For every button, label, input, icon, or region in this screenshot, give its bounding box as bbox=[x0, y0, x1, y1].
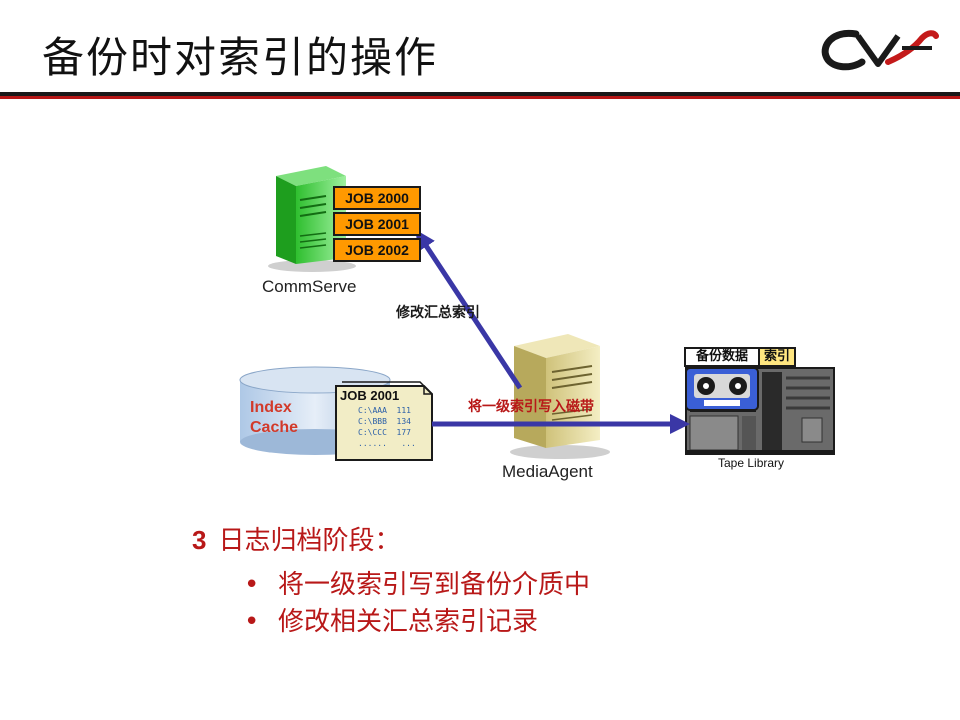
media-agent-label: MediaAgent bbox=[502, 462, 593, 481]
bullet-dot: • bbox=[244, 570, 260, 600]
company-logo bbox=[821, 29, 939, 71]
index-cache-label: Index Cache bbox=[250, 398, 298, 438]
index-document-line: ...... ... bbox=[358, 439, 416, 448]
job-box: JOB 2001 bbox=[333, 212, 421, 236]
stage-heading: 3 日志归档阶段： bbox=[192, 520, 400, 557]
bullet-dot: • bbox=[244, 607, 260, 637]
bullet-item: • 修改相关汇总索引记录 bbox=[244, 601, 538, 638]
index-document-icon bbox=[335, 381, 433, 461]
job-box: JOB 2000 bbox=[333, 186, 421, 210]
bullet-text: 将一级索引写到备份介质中 bbox=[278, 570, 591, 600]
index-cache-label-line2: Cache bbox=[250, 419, 299, 436]
bullet-item: • 将一级索引写到备份介质中 bbox=[244, 564, 590, 601]
title-rule-red bbox=[0, 96, 960, 99]
backup-data-tag: 备份数据 bbox=[684, 347, 760, 367]
write-index-to-tape-label: 将一级索引写入磁带 bbox=[468, 399, 594, 415]
tape-cassette-icon bbox=[685, 367, 759, 411]
job-box: JOB 2002 bbox=[333, 238, 421, 262]
index-document-line: C:\BBB 134 bbox=[358, 417, 411, 426]
index-document-lines: C:\AAA 111 C:\BBB 134 C:\CCC 177 ...... … bbox=[358, 405, 416, 449]
index-cache-label-line1: Index bbox=[250, 399, 292, 416]
modify-summary-index-label: 修改汇总索引 bbox=[396, 305, 480, 321]
slide-title: 备份时对索引的操作 bbox=[42, 33, 439, 82]
index-tag: 索引 bbox=[758, 347, 796, 367]
index-document-line: C:\AAA 111 bbox=[358, 406, 411, 415]
index-document-line: C:\CCC 177 bbox=[358, 428, 411, 437]
stage-heading-text: 日志归档阶段： bbox=[218, 526, 401, 556]
tape-library-label: Tape Library bbox=[718, 456, 785, 470]
index-document-title: JOB 2001 bbox=[340, 388, 400, 403]
commserve-label: CommServe bbox=[262, 277, 357, 296]
stage-number: 3 bbox=[192, 525, 207, 555]
title-rule-dark bbox=[0, 92, 960, 96]
bullet-text: 修改相关汇总索引记录 bbox=[278, 607, 539, 637]
arrow-media-agent-to-commserve bbox=[415, 229, 523, 390]
